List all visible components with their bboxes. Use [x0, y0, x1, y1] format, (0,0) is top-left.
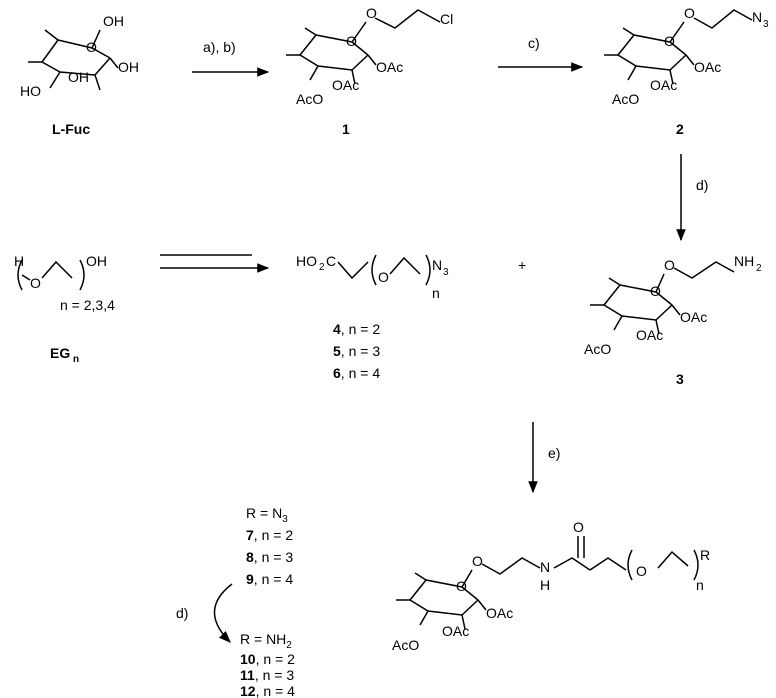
peg-o: O	[636, 563, 647, 579]
compound-1-number: 1	[342, 121, 350, 137]
compound-1-structure: O O Cl OAc OAc AcO 1	[286, 5, 453, 137]
egn-o: O	[30, 275, 41, 291]
azide-head: R = N3	[246, 505, 288, 525]
chloro: Cl	[440, 11, 453, 27]
oh-c3: OH	[68, 69, 89, 85]
lfuc-label: L-Fuc	[52, 121, 90, 137]
ring-oxygen: O	[456, 578, 467, 594]
azide-list: R = N3 7, n = 2 8, n = 3 9, n = 4	[246, 505, 293, 587]
amide-n: N	[540, 559, 550, 575]
egn-label-sub: n	[73, 354, 79, 365]
acid-c: C	[326, 253, 336, 269]
amide-h: H	[540, 577, 550, 593]
azide-n: N	[752, 9, 762, 25]
reagent-e: e)	[548, 445, 560, 461]
aco-c4: AcO	[296, 91, 323, 107]
amine-list-item: 10, n = 2	[240, 651, 295, 667]
peg-n: n	[696, 577, 704, 593]
plus-sign: +	[518, 257, 526, 273]
ring-oxygen: O	[346, 33, 357, 49]
list-456-item: 4, n = 2	[333, 321, 380, 337]
amine-list-item: 12, n = 4	[240, 683, 295, 698]
azide-list-item: 7, n = 2	[246, 527, 293, 543]
aco-c4: AcO	[612, 91, 639, 107]
acid-azide-n: N	[432, 257, 442, 273]
reagent-c: c)	[528, 35, 540, 51]
azide-list-item: 8, n = 3	[246, 549, 293, 565]
egn-oh: OH	[86, 253, 107, 269]
compound-2-structure: O O N 3 OAc OAc AcO 2	[604, 5, 769, 137]
amine-list-item: 11, n = 3	[240, 667, 294, 683]
reagent-ab: a), b)	[203, 39, 236, 55]
ring-oxygen: O	[664, 33, 675, 49]
acid-azide-sub: 3	[443, 267, 449, 278]
oac-c2: OAc	[486, 605, 513, 621]
egn-h: H	[14, 253, 24, 269]
oac-c3: OAc	[636, 327, 663, 343]
reagent-d-2: d)	[176, 605, 188, 621]
aco-c4: AcO	[392, 637, 419, 653]
acid-structure: HO 2 C O N 3 n	[296, 253, 449, 301]
acid-sub2: 2	[319, 262, 325, 273]
egn-condition: n = 2,3,4	[60, 297, 115, 313]
oac-c2: OAc	[680, 309, 707, 325]
compound-3-number: 3	[676, 371, 684, 387]
arrow-step5	[213, 583, 233, 643]
compound-2-number: 2	[676, 121, 684, 137]
list-456-item: 6, n = 4	[333, 365, 380, 381]
azide-sub: 3	[763, 19, 769, 30]
amine-nh: NH	[734, 253, 754, 269]
oh-anomeric: OH	[103, 13, 124, 29]
ho-c4: HO	[20, 83, 41, 99]
acid-n-repeat: n	[432, 285, 440, 301]
acid-o: O	[378, 269, 389, 285]
r-group: R	[700, 547, 710, 563]
list-456-item: 5, n = 3	[333, 343, 380, 359]
ring-oxygen: O	[86, 39, 97, 55]
aco-c4: AcO	[584, 341, 611, 357]
product-structure: O O N H O O R n OAc OAc AcO	[392, 519, 710, 653]
glycoside-oxygen: O	[366, 5, 377, 21]
carbonyl-o: O	[573, 519, 584, 535]
azide-list-item: 9, n = 4	[246, 571, 293, 587]
lfucose-structure: O OH OH OH HO L-Fuc	[20, 13, 139, 137]
ring-oxygen: O	[650, 283, 661, 299]
glycoside-oxygen: O	[664, 257, 675, 273]
compound-3-structure: O O NH 2 OAc OAc AcO 3	[584, 253, 762, 387]
amine-head: R = NH2	[240, 631, 292, 651]
oac-c2: OAc	[694, 59, 721, 75]
amine-list: R = NH2 10, n = 2 11, n = 3 12, n = 4	[240, 631, 295, 698]
egn-structure: H O OH n = 2,3,4 EG n	[14, 253, 115, 365]
egn-label: EG	[50, 345, 70, 361]
acid-ho: HO	[296, 253, 317, 269]
amine-sub: 2	[756, 263, 762, 274]
oac-c3: OAc	[442, 623, 469, 639]
list-456: 4, n = 2 5, n = 3 6, n = 4	[333, 321, 380, 381]
glycoside-oxygen: O	[472, 553, 483, 569]
oh-c2: OH	[118, 59, 139, 75]
oac-c3: OAc	[650, 77, 677, 93]
oac-c3: OAc	[332, 77, 359, 93]
glycoside-oxygen: O	[684, 5, 695, 21]
reagent-d: d)	[696, 177, 708, 193]
oac-c2: OAc	[376, 59, 403, 75]
